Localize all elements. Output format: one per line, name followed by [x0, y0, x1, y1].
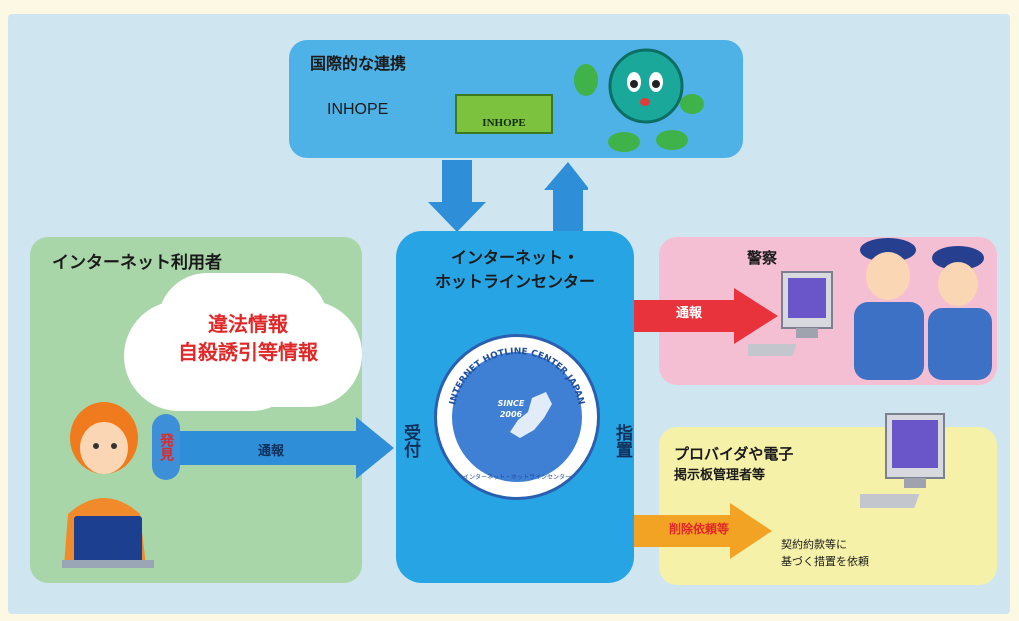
globe-mascot-icon	[574, 48, 704, 152]
international-title: 国際的な連携	[310, 54, 407, 73]
internet-users-title: インターネット利用者	[52, 253, 222, 273]
hotline-center-title: インターネット・ ホットラインセンター	[406, 246, 624, 294]
police-title: 警察	[747, 249, 778, 267]
up-arrow	[544, 162, 588, 234]
discover-badge: 発見	[152, 414, 180, 480]
receive-label: 受付	[398, 424, 420, 465]
seal-since-label: SINCE	[497, 399, 525, 408]
inhope-logo: INHOPE	[455, 94, 553, 134]
report-to-center-label: 通報	[258, 444, 285, 459]
inhope-logo-text: INHOPE	[482, 117, 526, 129]
center-title-line2: ホットラインセンター	[434, 272, 595, 291]
receive-text: 受付	[400, 424, 420, 458]
provider-note-line2: 基づく措置を依頼	[781, 555, 869, 568]
provider-note-line1: 契約約款等に	[781, 538, 847, 551]
center-title-line1: インターネット・	[450, 248, 579, 267]
seal-since-year: 2006	[499, 410, 523, 419]
deletion-request-label: 削除依頼等	[669, 522, 730, 536]
provider-title-line2: 掲示板管理者等	[674, 468, 766, 483]
police-officers-icon	[854, 238, 992, 380]
indicate-text: 指置	[612, 424, 632, 458]
cloud-line-suicide: 自殺誘引等情報	[178, 340, 318, 364]
seal-inner	[452, 352, 582, 482]
seal-since: SINCE 2006	[490, 398, 532, 420]
cloud-line-illegal: 違法情報	[208, 312, 288, 336]
cloud-text: 違法情報 自殺誘引等情報	[168, 310, 328, 366]
provider-title-line1: プロバイダや電子	[674, 445, 794, 463]
seal-bottom-text: インターネット・ホットラインセンター	[462, 474, 571, 481]
user-with-laptop-icon	[62, 402, 154, 568]
provider-note: 契約約款等に 基づく措置を依頼	[781, 536, 869, 570]
report-to-police-arrow	[634, 288, 778, 344]
provider-title: プロバイダや電子 掲示板管理者等	[674, 443, 793, 487]
indicate-label: 指置	[610, 424, 632, 465]
police-computer-icon	[748, 271, 833, 356]
report-to-police-label: 通報	[676, 306, 703, 321]
discover-text: 発見	[158, 433, 174, 461]
report-to-center-arrow	[180, 417, 394, 479]
deletion-request-arrow	[634, 503, 772, 559]
japan-map-icon	[510, 392, 552, 438]
illegal-info-cloud	[148, 283, 338, 401]
seal-ring-text: INTERNET HOTLINE CENTER JAPAN	[448, 347, 586, 438]
provider-computer-icon	[860, 413, 945, 508]
inhope-label: INHOPE	[327, 101, 389, 118]
exchange-arrows	[428, 160, 588, 234]
down-arrow	[428, 160, 486, 232]
